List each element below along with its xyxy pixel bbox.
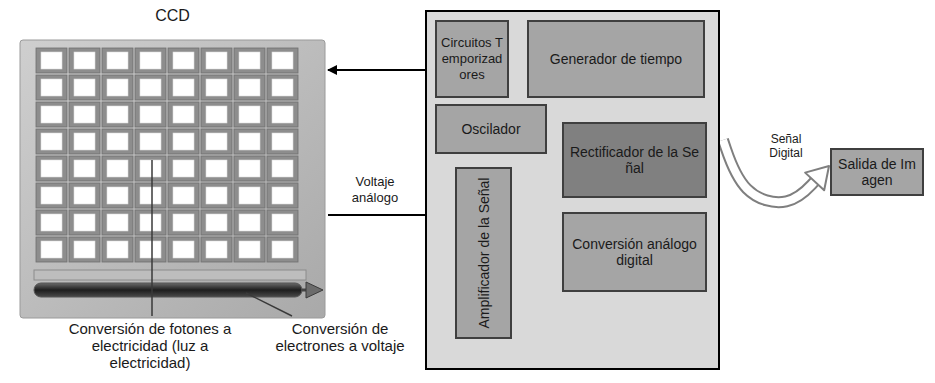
process-box: Circuitos Temporizadores (435, 20, 509, 98)
output-box: Salida de Imagen (830, 148, 924, 196)
ccd-sensor: CCD (20, 40, 325, 318)
process-box: Oscilador (435, 104, 547, 154)
node-label: Rectificador de la Señal (568, 144, 701, 176)
pixel-grid (36, 48, 298, 262)
process-box: Rectificador de la Señal (562, 122, 707, 198)
signal-label: Señal Digital (756, 132, 816, 160)
signal-label: Voltaje análogo (333, 174, 417, 206)
register-output (302, 289, 306, 292)
node-label: Conversión análogo digital (568, 236, 701, 268)
node-label: Amplificador de la Señal (476, 172, 492, 334)
node-heading: CCD (20, 6, 325, 26)
signal-arrow (328, 70, 425, 71)
processing-panel: Circuitos Temporizadores Generador de tie… (425, 10, 720, 370)
ccd-chip (20, 40, 325, 318)
node-label: Oscilador (461, 121, 520, 137)
leader-line (246, 293, 292, 316)
node-label: Salida de Imagen (836, 156, 918, 188)
callout-label: Conversión de electrones a voltaje (256, 320, 424, 354)
output-node (306, 282, 323, 298)
node-label: Generador de tiempo (550, 51, 682, 67)
process-box: Conversión análogo digital (562, 212, 707, 292)
process-box: Generador de tiempo (527, 20, 705, 98)
transfer-gate (34, 270, 306, 280)
process-box: Amplificador de la Señal (455, 167, 512, 339)
leader-line (151, 160, 153, 316)
callout-label: Conversión de fotones a electricidad (lu… (50, 320, 250, 371)
node-label: Circuitos Temporizadores (441, 35, 503, 83)
shift-register (34, 283, 302, 297)
